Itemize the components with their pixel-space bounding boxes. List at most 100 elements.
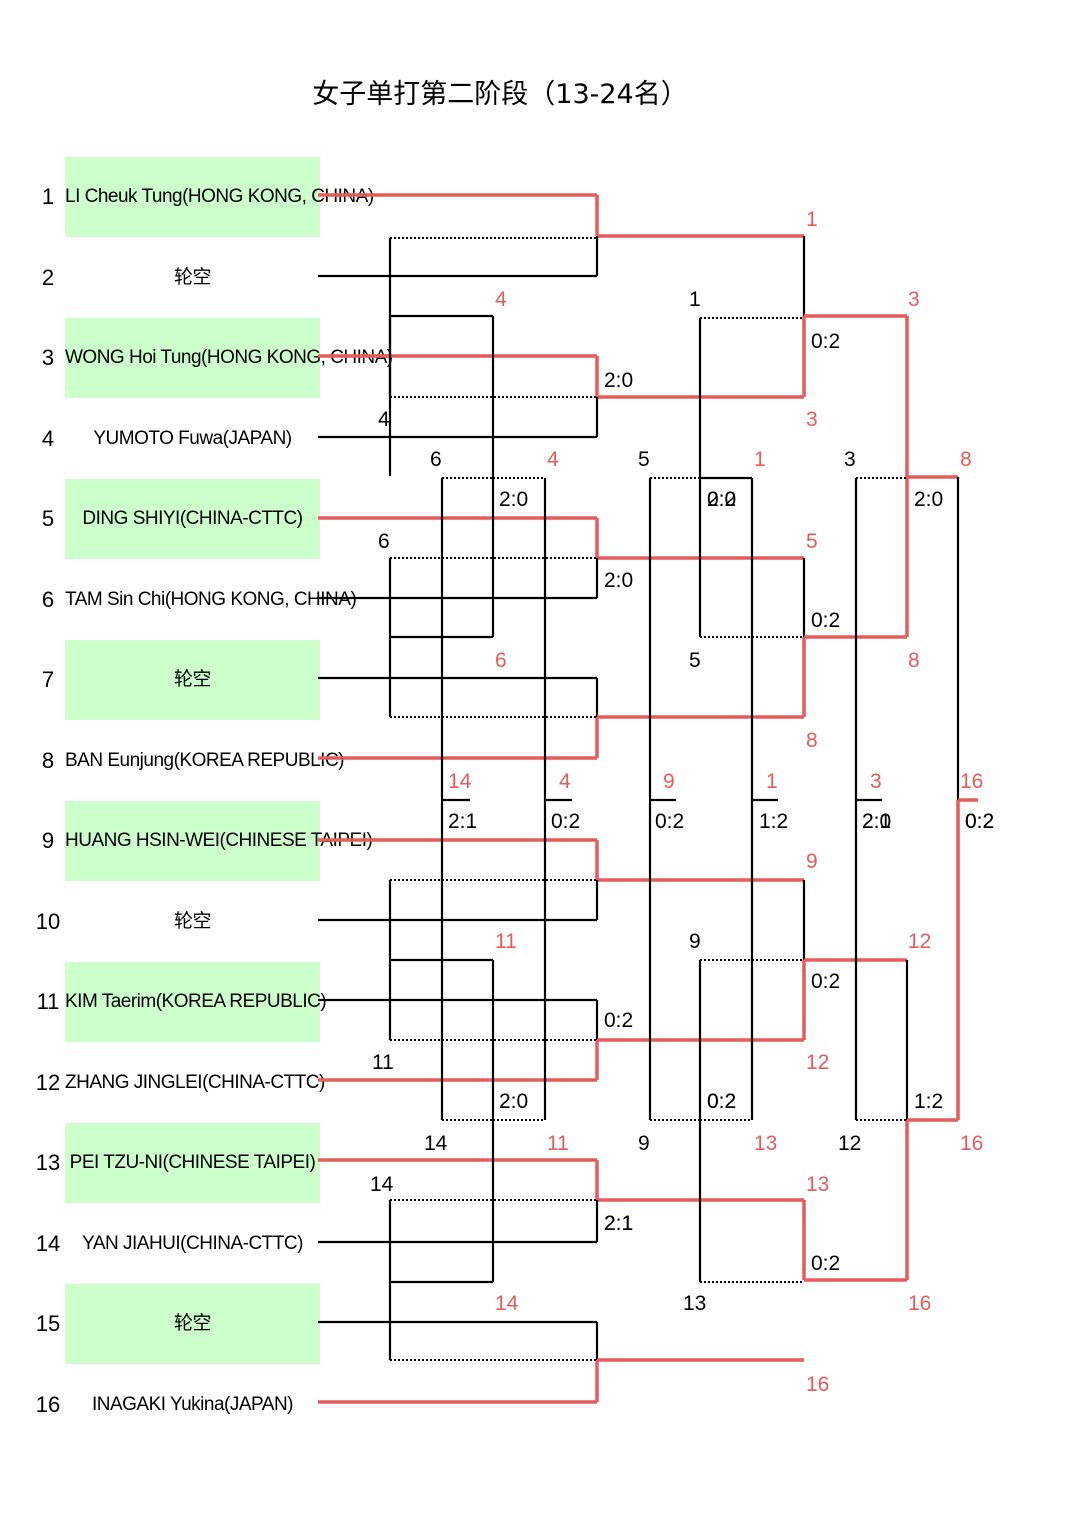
advance-label: 4 bbox=[547, 448, 559, 471]
player-seed: 9 bbox=[41, 828, 55, 853]
loser-label: 5 bbox=[638, 448, 650, 471]
player-seed: 16 bbox=[35, 1391, 61, 1417]
advance-label: 3 bbox=[870, 770, 882, 793]
player-name: 轮空 bbox=[65, 1284, 320, 1364]
advance-label: 1 bbox=[754, 448, 766, 471]
match-score: 0:2 bbox=[604, 1009, 633, 1032]
loser-label: 6 bbox=[378, 530, 390, 553]
advance-label: 9 bbox=[663, 770, 675, 793]
loser-label: 14 bbox=[370, 1173, 394, 1196]
advance-label: 4 bbox=[559, 770, 571, 793]
match-score: 0:2 bbox=[965, 810, 994, 833]
match-score: 2:0 bbox=[862, 810, 891, 833]
advance-label: 16 bbox=[960, 770, 983, 793]
loser-label: 9 bbox=[638, 1132, 650, 1155]
match-score: 1:2 bbox=[914, 1090, 943, 1113]
player-seed: 12 bbox=[35, 1069, 61, 1095]
match-score: 2:0 bbox=[604, 369, 633, 392]
player-seed: 6 bbox=[41, 586, 55, 612]
advance-label: 4 bbox=[495, 288, 507, 311]
advance-label: 12 bbox=[908, 930, 931, 953]
match-score: 2:1 bbox=[862, 810, 891, 833]
player-name: LI Cheuk Tung(HONG KONG, CHINA) bbox=[65, 157, 374, 237]
player-name: DING SHIYI(CHINA-CTTC) bbox=[65, 479, 320, 559]
loser-label: 13 bbox=[683, 1292, 706, 1315]
match-score: 0:2 bbox=[707, 1090, 736, 1113]
advance-label: 8 bbox=[908, 649, 920, 672]
player-name: 轮空 bbox=[173, 266, 212, 288]
player-seed: 1 bbox=[41, 184, 55, 209]
match-score: 0:2 bbox=[811, 1252, 840, 1275]
bracket-title: 女子单打第二阶段（13-24名） bbox=[312, 79, 688, 110]
match-score: 1:2 bbox=[759, 810, 788, 833]
match-score: 2:1 bbox=[604, 1212, 633, 1235]
player-seed: 10 bbox=[35, 908, 61, 934]
advance-label: 3 bbox=[806, 408, 818, 431]
loser-label: 9 bbox=[689, 930, 701, 953]
player-seed: 7 bbox=[41, 667, 55, 692]
advance-label: 16 bbox=[806, 1373, 829, 1396]
player-name: ZHANG JINGLEI(CHINA-CTTC) bbox=[65, 1071, 325, 1093]
player-seed: 5 bbox=[41, 506, 55, 531]
player-name: INAGAKI Yukina(JAPAN) bbox=[91, 1393, 294, 1415]
advance-label: 11 bbox=[547, 1132, 569, 1155]
match-score: 0:2 bbox=[551, 810, 580, 833]
loser-label: 12 bbox=[838, 1132, 861, 1155]
match-score: 2:0 bbox=[914, 488, 943, 511]
match-score: 2:0 bbox=[707, 488, 736, 511]
advance-label: 11 bbox=[495, 930, 517, 953]
player-name: YUMOTO Fuwa(JAPAN) bbox=[93, 427, 292, 449]
match-score: 0:2 bbox=[707, 1090, 736, 1113]
player-name: BAN Eunjung(KOREA REPUBLIC) bbox=[65, 749, 345, 771]
match-score: 0:2 bbox=[965, 810, 994, 833]
player-name: YAN JIAHUI(CHINA-CTTC) bbox=[82, 1232, 303, 1254]
player-name: 轮空 bbox=[65, 640, 320, 720]
advance-label: 16 bbox=[960, 1132, 983, 1155]
player-name: PEI TZU-NI(CHINESE TAIPEI) bbox=[65, 1123, 320, 1203]
player-name: KIM Taerim(KOREA REPUBLIC) bbox=[65, 962, 327, 1042]
match-score: 2:0 bbox=[499, 1090, 528, 1113]
advance-label: 16 bbox=[908, 1292, 931, 1315]
loser-label: 6 bbox=[430, 448, 442, 471]
advance-label: 3 bbox=[908, 288, 920, 311]
player-seed: 15 bbox=[35, 1311, 61, 1336]
match-score: 2:1 bbox=[448, 810, 477, 833]
player-name: WONG Hoi Tung(HONG KONG, CHINA) bbox=[65, 318, 393, 398]
advance-label: 8 bbox=[806, 729, 818, 752]
match-score: 0:2 bbox=[811, 330, 840, 353]
match-score: 0:2 bbox=[811, 970, 840, 993]
advance-label: 1 bbox=[806, 208, 818, 231]
match-score: 2:0 bbox=[499, 488, 528, 511]
player-name: TAM Sin Chi(HONG KONG, CHINA) bbox=[65, 588, 357, 610]
player-seed: 8 bbox=[41, 747, 55, 773]
player-seed: 4 bbox=[41, 425, 55, 451]
loser-label: 4 bbox=[378, 408, 390, 431]
player-name: HUANG HSIN-WEI(CHINESE TAIPEI) bbox=[65, 801, 373, 881]
advance-label: 14 bbox=[448, 770, 472, 793]
match-score: 0:2 bbox=[655, 810, 684, 833]
match-score: 2:1 bbox=[604, 1212, 633, 1235]
loser-label: 11 bbox=[372, 1051, 394, 1074]
advance-label: 13 bbox=[754, 1132, 777, 1155]
match-score: 2:0 bbox=[604, 569, 633, 592]
advance-label: 5 bbox=[806, 530, 818, 553]
player-seed: 13 bbox=[35, 1150, 61, 1175]
loser-label: 14 bbox=[424, 1132, 448, 1155]
player-seed: 3 bbox=[41, 345, 55, 370]
match-score: 0:2 bbox=[811, 609, 840, 632]
loser-label: 1 bbox=[689, 288, 701, 311]
advance-label: 1 bbox=[766, 770, 778, 793]
advance-label: 12 bbox=[806, 1051, 829, 1074]
player-seed: 11 bbox=[36, 989, 60, 1014]
advance-label: 8 bbox=[960, 448, 972, 471]
player-seed: 14 bbox=[35, 1230, 61, 1256]
advance-label: 14 bbox=[495, 1292, 519, 1315]
player-seed: 2 bbox=[41, 264, 55, 290]
advance-label: 6 bbox=[495, 649, 507, 672]
loser-label: 5 bbox=[689, 649, 701, 672]
player-name: 轮空 bbox=[173, 910, 212, 932]
advance-label: 9 bbox=[806, 850, 818, 873]
loser-label: 3 bbox=[844, 448, 856, 471]
advance-label: 13 bbox=[806, 1173, 829, 1196]
